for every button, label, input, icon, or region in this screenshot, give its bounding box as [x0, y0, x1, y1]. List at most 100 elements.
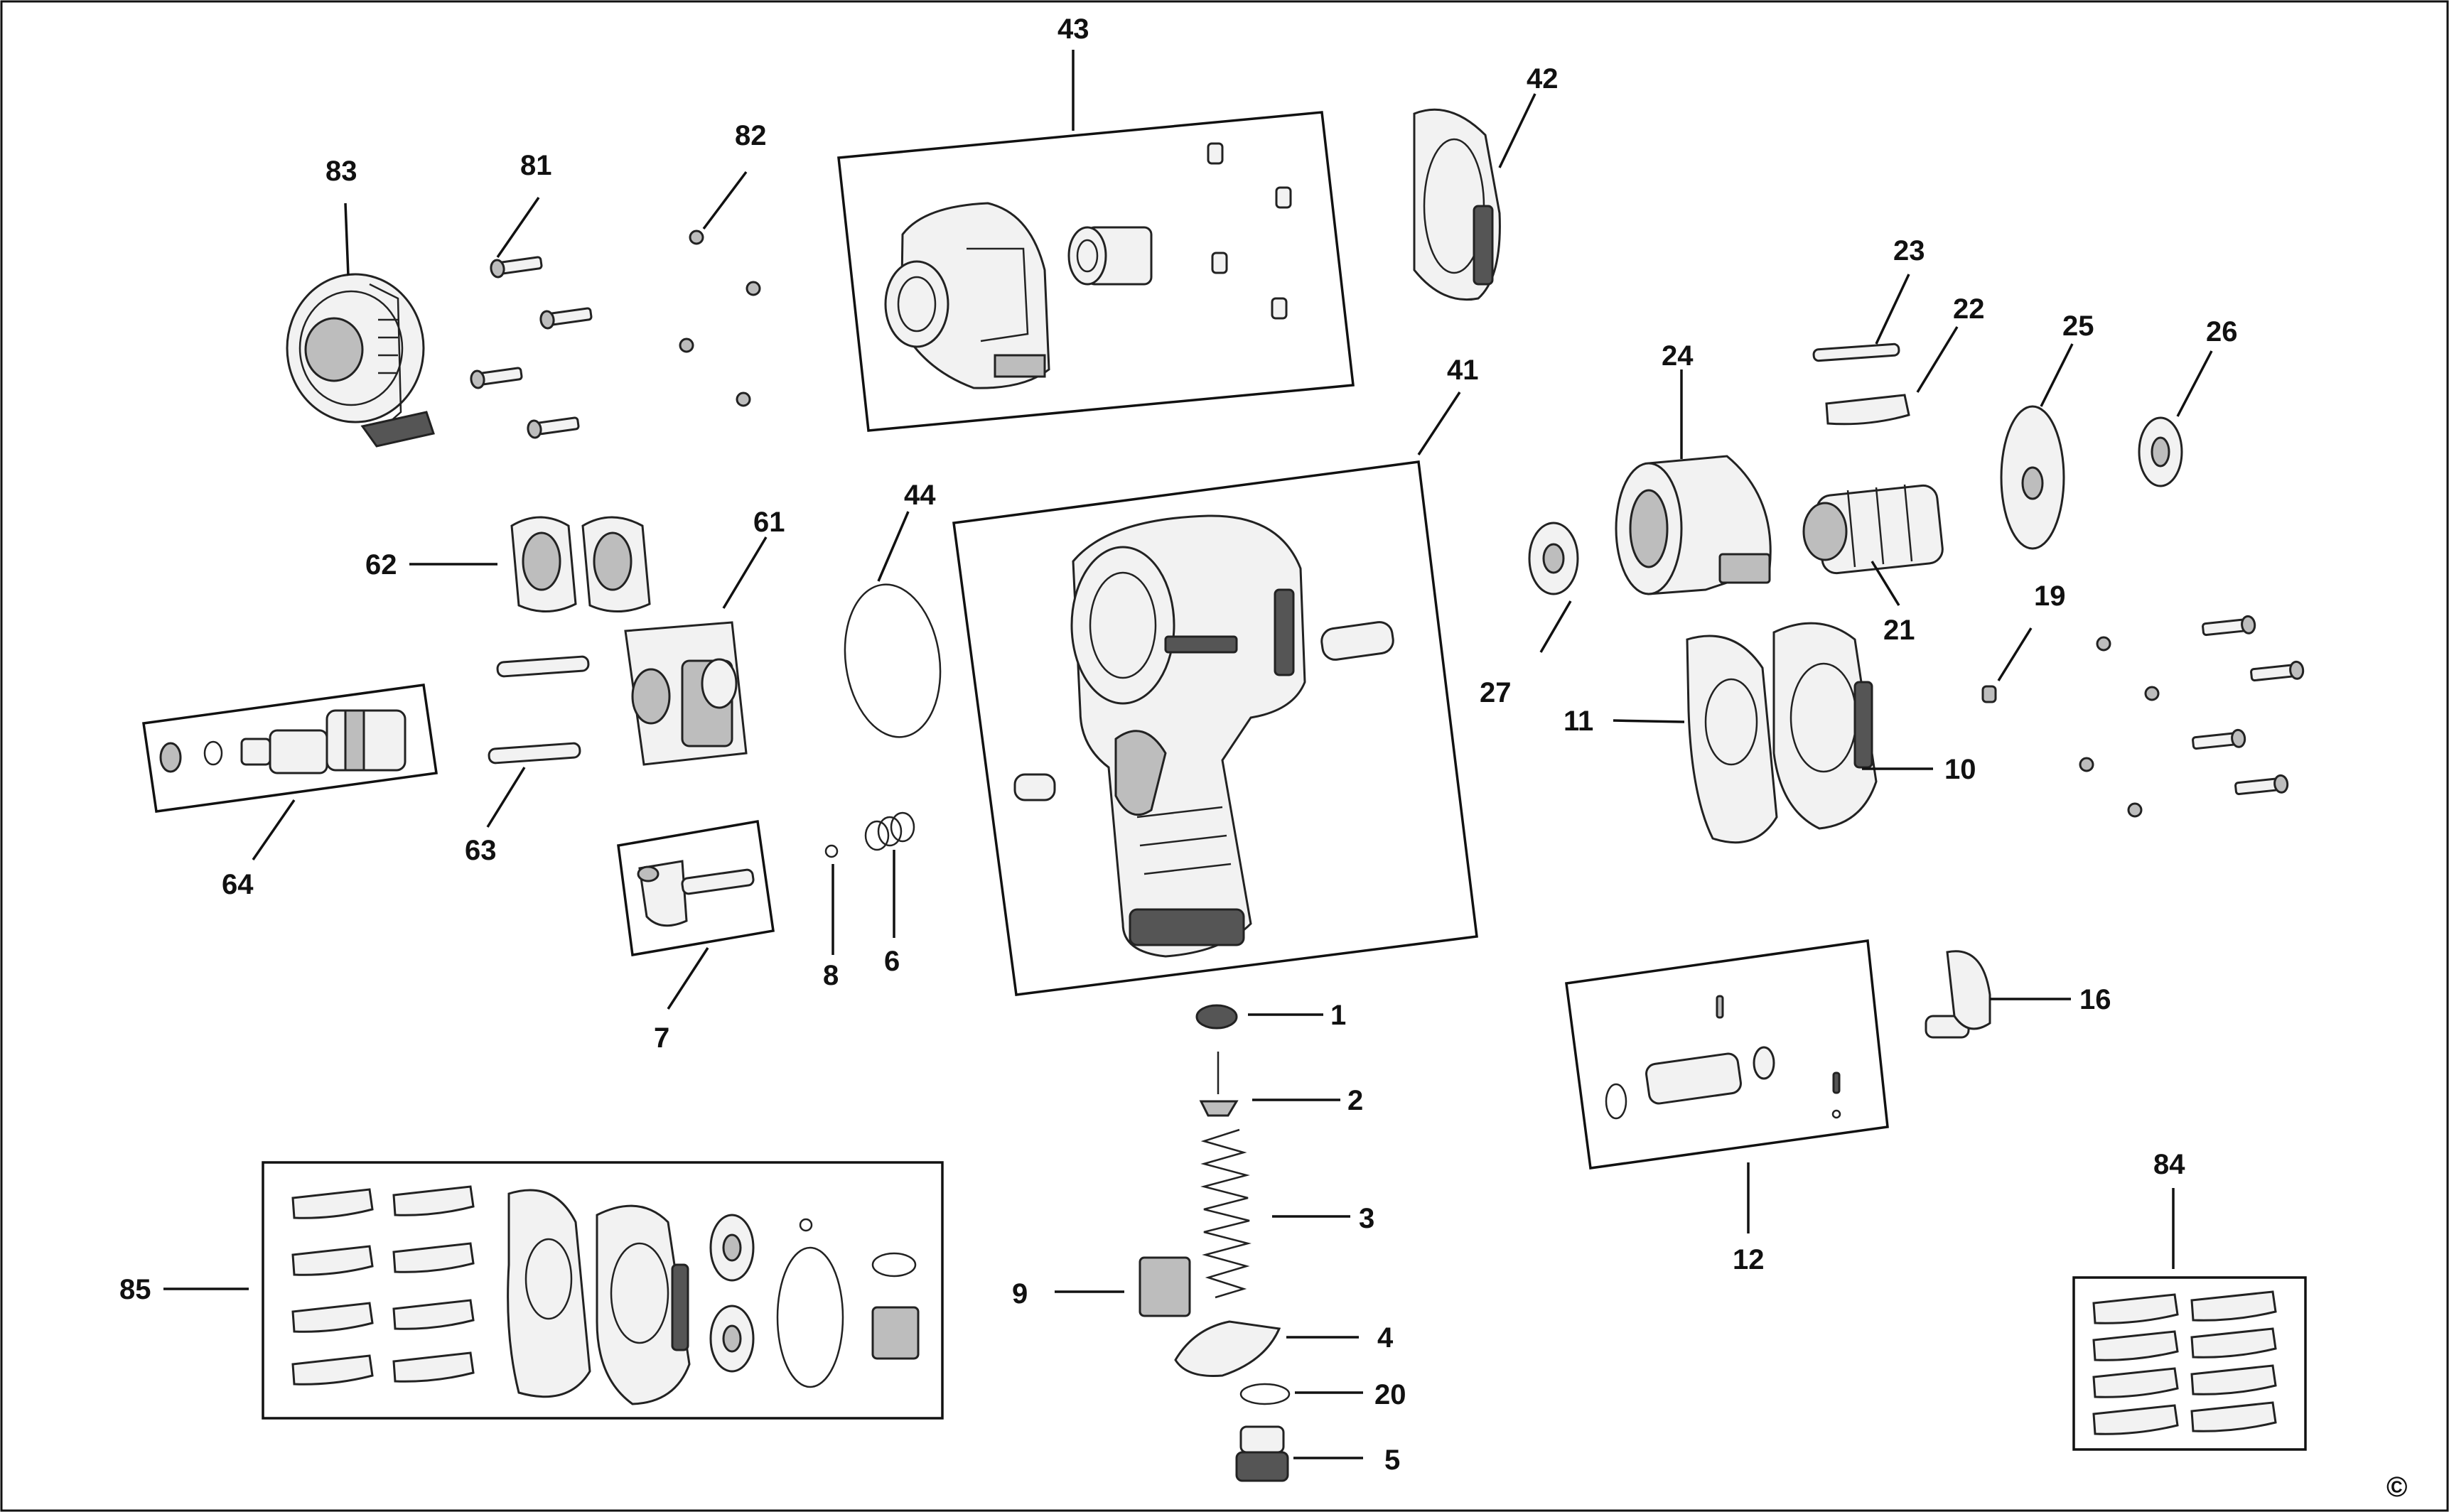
- leader-23: [1875, 274, 1910, 345]
- leader-19: [1997, 627, 2033, 681]
- part-81-screws: [470, 256, 593, 439]
- part-11-gasket: [1686, 634, 1778, 844]
- callout-10: 10: [1944, 754, 1976, 785]
- part-1-grommet: [1195, 1004, 1238, 1030]
- part-20-oring: [1239, 1383, 1291, 1405]
- part-84-illustration: [2092, 1290, 2277, 1435]
- leader-25: [2040, 343, 2074, 407]
- leader-82: [702, 171, 748, 230]
- callout-6: 6: [884, 946, 900, 977]
- callout-1: 1: [1330, 1000, 1346, 1031]
- callout-62: 62: [365, 549, 397, 580]
- leader-21: [1871, 561, 1900, 606]
- part-26-bearing: [2138, 416, 2183, 487]
- leader-42: [1498, 93, 1536, 168]
- callout-12: 12: [1733, 1244, 1765, 1275]
- part-44-oring: [844, 583, 942, 738]
- part-22-blade: [1825, 394, 1910, 426]
- part-12-illustration: [1605, 995, 1841, 1120]
- part-10-rearcover: [1772, 622, 1878, 830]
- callout-81: 81: [520, 150, 552, 181]
- leader-64: [252, 799, 296, 860]
- callout-64: 64: [222, 869, 254, 900]
- part-25-endplate: [2000, 405, 2065, 550]
- leader-44: [877, 511, 910, 582]
- callout-27: 27: [1480, 677, 1512, 708]
- callout-21: 21: [1883, 615, 1915, 646]
- part-3-spring: [1200, 1128, 1252, 1299]
- callout-24: 24: [1662, 340, 1694, 372]
- part-63-pins: [488, 655, 590, 765]
- callout-16: 16: [2079, 984, 2111, 1015]
- callout-85: 85: [119, 1274, 151, 1305]
- callout-42: 42: [1527, 63, 1559, 94]
- kit-box-85: [262, 1161, 944, 1420]
- callout-63: 63: [465, 835, 497, 866]
- callout-83: 83: [325, 156, 357, 187]
- leader-11: [1613, 719, 1685, 723]
- leader-7: [667, 947, 709, 1010]
- leader-63: [486, 767, 526, 828]
- kit-box-43: [837, 111, 1355, 432]
- kit-box-41: [952, 460, 1478, 996]
- part-16-knob: [1925, 950, 1991, 1039]
- callout-5: 5: [1384, 1444, 1400, 1476]
- callout-23: 23: [1893, 235, 1925, 266]
- callout-20: 20: [1374, 1379, 1406, 1410]
- callout-25: 25: [2062, 310, 2094, 342]
- leader-41: [1417, 392, 1461, 455]
- kit-box-12: [1565, 939, 1889, 1170]
- rear-fastener-set: [2079, 615, 2305, 818]
- part-7-illustration: [637, 860, 755, 927]
- part-23-pin: [1812, 342, 1900, 362]
- part-42-illustration: [1413, 108, 1501, 301]
- part-64-illustration: [159, 709, 407, 774]
- part-19-plug: [1981, 685, 1997, 703]
- callout-labels: 43 42 82 81 83 41 23 22 24 25 26 44 61 6…: [119, 14, 2238, 1476]
- leader-81: [496, 197, 540, 258]
- part-41-illustration: [1013, 514, 1394, 958]
- part-24-cylinder: [1615, 455, 1772, 595]
- kit-box-64: [142, 684, 438, 813]
- leader-26: [2176, 350, 2213, 417]
- callout-61: 61: [753, 507, 785, 538]
- callout-11: 11: [1563, 706, 1593, 737]
- part-61-illustration: [624, 621, 748, 766]
- callout-8: 8: [823, 960, 839, 991]
- part-8-ring: [824, 844, 839, 858]
- part-5-inlet: [1235, 1425, 1289, 1482]
- callout-2: 2: [1347, 1085, 1363, 1116]
- callout-41: 41: [1447, 355, 1479, 386]
- callout-4: 4: [1377, 1322, 1394, 1354]
- kit-box-84: [2072, 1276, 2307, 1451]
- callout-22: 22: [1953, 293, 1985, 325]
- part-83-illustration: [286, 273, 435, 448]
- part-6-spring: [864, 811, 915, 851]
- callout-44: 44: [904, 480, 936, 511]
- callout-19: 19: [2034, 580, 2066, 612]
- callout-3: 3: [1359, 1203, 1374, 1234]
- part-27-bearing: [1528, 522, 1579, 595]
- callout-43: 43: [1057, 14, 1089, 45]
- part-9-block: [1139, 1256, 1191, 1317]
- kit-box-7: [617, 819, 775, 957]
- leader-83: [344, 202, 350, 276]
- callout-84: 84: [2153, 1149, 2185, 1180]
- callout-26: 26: [2206, 316, 2238, 347]
- leader-27: [1539, 600, 1572, 653]
- part-82-nuts: [679, 230, 761, 407]
- leader-22: [1916, 326, 1959, 393]
- part-4-plate: [1174, 1320, 1281, 1378]
- part-2-valvestem: [1199, 1052, 1239, 1117]
- part-62-illustration: [510, 516, 651, 612]
- part-85-illustration: [291, 1185, 920, 1405]
- leader-61: [722, 536, 768, 609]
- part-21-rotor: [1802, 484, 1944, 575]
- callout-7: 7: [654, 1022, 669, 1054]
- leader-lines: [163, 50, 2213, 1459]
- callout-9: 9: [1012, 1278, 1028, 1310]
- part-43-illustration: [884, 142, 1292, 389]
